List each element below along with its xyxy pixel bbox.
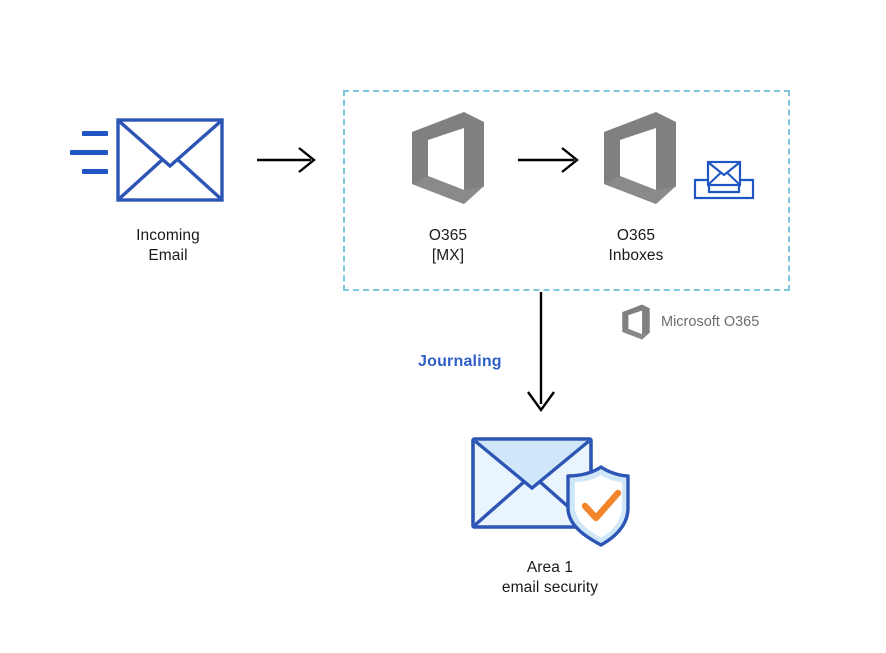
label-o365-mx: O365 [MX] — [428, 227, 468, 264]
node-o365-inboxes[interactable] — [598, 110, 682, 206]
edge-incoming-to-mx — [257, 145, 319, 175]
label-incoming-email: Incoming Email — [136, 227, 200, 264]
envelope-fold-right — [175, 157, 222, 200]
label-journaling: Journaling — [418, 353, 502, 370]
speed-line-top — [82, 131, 108, 136]
inbox-tray-envelope-icon — [693, 160, 755, 200]
legend-label: Microsoft O365 — [661, 314, 760, 330]
edge-inboxes-to-area1 — [521, 292, 561, 418]
envelope-icon — [70, 118, 224, 202]
o365-boundary-box — [343, 90, 790, 291]
envelope-shield-check-icon — [471, 437, 630, 547]
office365-logo-icon — [622, 304, 650, 340]
node-area1-email-security[interactable] — [470, 436, 632, 548]
node-incoming-email[interactable] — [70, 118, 230, 210]
node-o365-mx[interactable] — [406, 110, 490, 206]
speed-line-bottom — [82, 169, 108, 174]
office365-logo-icon — [412, 112, 484, 204]
check-icon — [581, 489, 622, 522]
arrow-right-icon — [518, 147, 579, 173]
label-o365-inboxes: O365 Inboxes — [608, 227, 664, 264]
envelope-fold-left — [118, 157, 165, 200]
legend-microsoft-o365: Microsoft O365 — [620, 303, 759, 341]
envelope-flap — [118, 120, 222, 169]
office365-logo-icon — [604, 112, 676, 204]
edge-mx-to-inboxes — [518, 145, 584, 175]
arrow-right-icon — [257, 147, 316, 173]
arrow-down-icon — [527, 292, 555, 413]
badge-inbox-tray[interactable] — [693, 159, 755, 201]
label-area1: Area 1 email security — [501, 559, 599, 596]
speed-line-middle — [70, 150, 108, 155]
